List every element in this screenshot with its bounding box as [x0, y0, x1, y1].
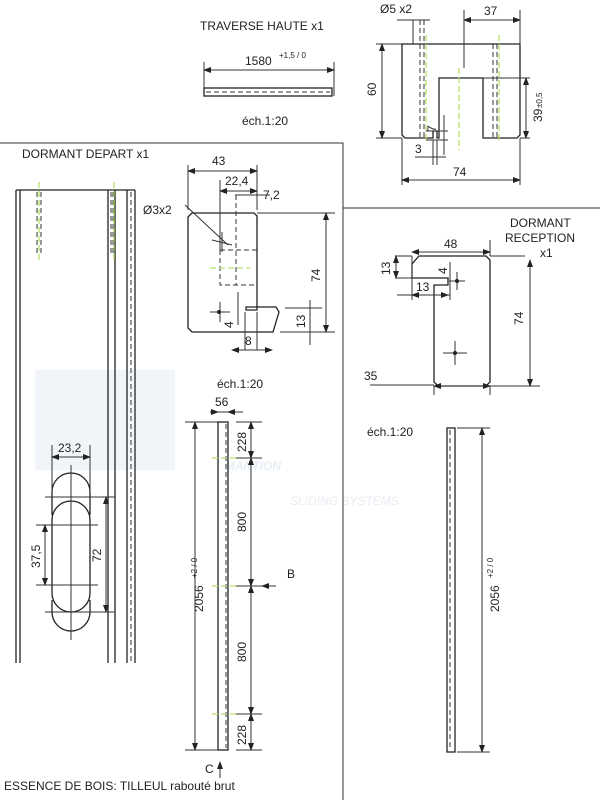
svg-text:37: 37 [484, 4, 498, 18]
traverse-cross-section [401, 43, 521, 139]
svg-text:56: 56 [215, 395, 229, 409]
dormant-depart-section: DORMANT DEPART x1 23,2 37,5 72 43 22,4 7… [15, 147, 335, 778]
svg-text:48: 48 [444, 237, 458, 251]
svg-text:228: 228 [235, 432, 249, 452]
traverse-haute-section: TRAVERSE HAUTE x1 1580 +1,5 / 0 éch.1:20… [200, 2, 545, 185]
svg-text:13: 13 [294, 314, 308, 328]
svg-text:C: C [205, 762, 214, 776]
depart-profile [15, 189, 136, 663]
scale-label: éch.1:20 [242, 114, 288, 128]
svg-text:35: 35 [364, 369, 378, 383]
svg-text:+2 / 0: +2 / 0 [190, 557, 199, 578]
material-note: ESSENCE DE BOIS: TILLEUL rabouté brut [4, 779, 235, 793]
traverse-part [203, 87, 333, 97]
reception-title: DORMANT [510, 216, 571, 230]
svg-text:74: 74 [512, 311, 526, 325]
dormant-depart-title: DORMANT DEPART x1 [22, 147, 149, 161]
svg-text:60: 60 [365, 82, 379, 96]
svg-text:RECEPTION: RECEPTION [505, 231, 575, 245]
svg-text:228: 228 [235, 725, 249, 745]
reception-elevation-part [446, 427, 456, 753]
svg-text:43: 43 [212, 154, 226, 168]
svg-text:800: 800 [235, 642, 249, 662]
depart-cross-section [187, 212, 280, 333]
svg-text:7: 7 [425, 125, 439, 132]
section-divider [0, 142, 600, 800]
svg-text:74: 74 [309, 268, 323, 282]
svg-text:23,2: 23,2 [58, 441, 82, 455]
svg-text:4: 4 [222, 321, 236, 328]
svg-text:2056: 2056 [488, 585, 502, 612]
scale-label: éch.1:20 [217, 377, 263, 391]
svg-text:72: 72 [90, 548, 104, 562]
svg-text:±0,5: ±0,5 [535, 92, 544, 108]
svg-text:x1: x1 [540, 246, 553, 260]
traverse-title: TRAVERSE HAUTE x1 [200, 19, 324, 33]
svg-text:74: 74 [453, 165, 467, 179]
svg-text:22,4: 22,4 [225, 174, 249, 188]
scale-label: éch.1:20 [367, 425, 413, 439]
oval-slot [51, 472, 91, 632]
svg-text:7,2: 7,2 [263, 188, 280, 202]
svg-text:4: 4 [436, 267, 450, 274]
svg-text:800: 800 [235, 512, 249, 532]
svg-text:B: B [287, 567, 295, 581]
svg-text:13: 13 [379, 261, 393, 275]
svg-text:SLIDING SYSTEMS: SLIDING SYSTEMS [290, 494, 399, 508]
svg-text:2056: 2056 [192, 585, 206, 612]
svg-text:37,5: 37,5 [29, 544, 43, 568]
svg-text:3: 3 [415, 142, 422, 156]
watermark-logo: MANTION SLIDING SYSTEMS [35, 370, 399, 508]
dormant-reception-section: DORMANT RECEPTION x1 48 13 4 13 74 35 éc… [364, 216, 575, 753]
svg-text:8: 8 [245, 334, 252, 348]
svg-text:Ø5 x2: Ø5 x2 [380, 2, 412, 16]
svg-text:1580: 1580 [245, 54, 272, 68]
svg-text:13: 13 [416, 280, 430, 294]
svg-text:MANTION: MANTION [225, 459, 281, 473]
svg-text:Ø3x2: Ø3x2 [143, 203, 172, 217]
reception-cross-section [411, 255, 491, 387]
svg-text:+1,5 / 0: +1,5 / 0 [279, 51, 306, 60]
svg-text:39: 39 [531, 108, 545, 122]
svg-text:+2 / 0: +2 / 0 [486, 557, 495, 578]
